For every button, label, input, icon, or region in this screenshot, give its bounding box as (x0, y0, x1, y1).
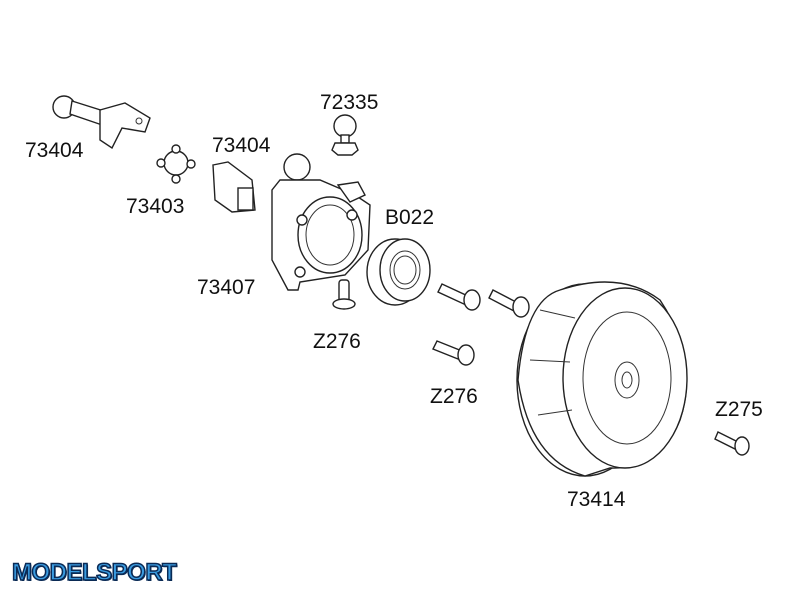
part-number-label: Z276 (430, 385, 478, 408)
part-number-label: 73403 (126, 195, 185, 218)
part-number-label: 73404 (25, 139, 84, 162)
part-z276-screws (432, 283, 530, 366)
modelsport-logo: MODELSPORT (11, 558, 177, 587)
part-73403-cross (156, 144, 196, 184)
part-number-label: 73404 (212, 134, 271, 157)
part-73404-shaft (52, 95, 151, 150)
part-number-label: B022 (385, 206, 435, 229)
part-z275-screw (714, 431, 750, 456)
part-z276-pin (332, 279, 356, 310)
part-73404-yoke (212, 161, 256, 213)
part-b022-bearing (366, 238, 431, 306)
part-72335-ballstud (331, 114, 359, 156)
part-73407-housing (271, 153, 371, 291)
part-number-label: Z275 (715, 398, 763, 421)
part-number-label: 72335 (320, 91, 379, 114)
part-number-label: 73414 (567, 488, 626, 511)
part-73414-drum (516, 281, 688, 477)
part-number-label: 73407 (197, 276, 256, 299)
part-number-label: Z276 (313, 330, 361, 353)
